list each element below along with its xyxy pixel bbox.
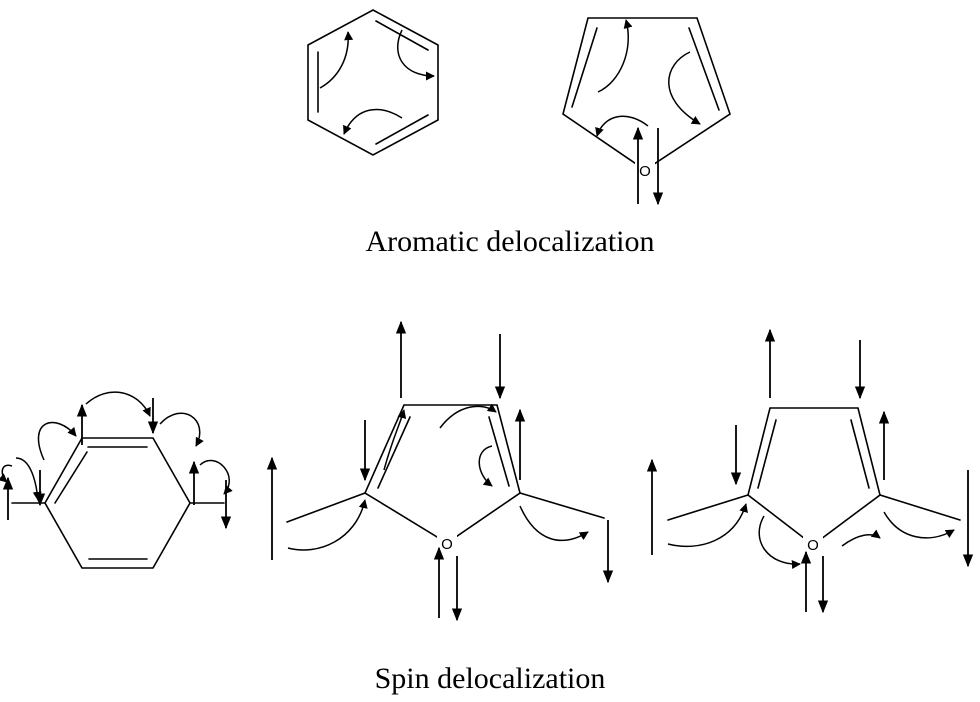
furan-double-bond bbox=[688, 27, 720, 111]
benzene-ring bbox=[307, 9, 439, 156]
substituent-bond bbox=[286, 492, 366, 523]
electron-shift-arrow bbox=[37, 421, 77, 461]
substituent-bond bbox=[879, 494, 961, 521]
furan-double-bond bbox=[850, 419, 870, 489]
furan-spin-2: O bbox=[646, 328, 974, 614]
benzene-aromatic bbox=[307, 9, 439, 156]
furan-double-bond bbox=[377, 416, 411, 489]
electron-shift-arrow bbox=[383, 409, 407, 471]
spin-caption: Spin delocalization bbox=[375, 662, 606, 695]
electron-shift-arrow bbox=[159, 412, 204, 447]
electron-shift-arrow bbox=[758, 515, 801, 569]
furan-aromatic: O bbox=[562, 17, 731, 206]
electron-shift-arrow bbox=[668, 51, 701, 125]
benzene-ring bbox=[44, 437, 191, 569]
electron-shift-arrow bbox=[15, 457, 42, 501]
electron-shift-arrow bbox=[343, 108, 403, 135]
electron-shift-arrow bbox=[478, 445, 493, 487]
benzene-spin bbox=[0, 391, 233, 569]
oxygen-label: O bbox=[441, 536, 453, 553]
oxygen-label: O bbox=[807, 537, 819, 554]
furan-double-bond bbox=[757, 419, 777, 489]
furan-ring bbox=[363, 404, 521, 544]
oxygen-label: O bbox=[639, 163, 651, 180]
substituent-bond bbox=[519, 492, 605, 519]
electron-shift-arrow bbox=[199, 459, 233, 495]
electron-shift-arrow bbox=[597, 19, 633, 93]
electron-shift-arrow bbox=[667, 503, 748, 548]
electron-shift-arrow bbox=[841, 529, 881, 547]
electron-shift-arrow bbox=[85, 391, 151, 417]
electron-shift-arrow bbox=[397, 29, 435, 81]
electron-shift-arrow bbox=[287, 499, 368, 551]
electron-shift-arrow bbox=[439, 403, 497, 429]
benzene-double-bond bbox=[375, 20, 429, 51]
furan-ring bbox=[747, 407, 881, 547]
electron-shift-arrow bbox=[595, 115, 649, 137]
substituent-bond bbox=[667, 494, 749, 521]
aromatic-caption: Aromatic delocalization bbox=[365, 225, 654, 258]
furan-double-bond bbox=[571, 27, 598, 108]
furan-ring bbox=[562, 17, 731, 171]
furan-spin-1: O bbox=[266, 320, 614, 622]
electron-shift-arrow bbox=[319, 31, 354, 89]
furan-double-bond bbox=[488, 416, 510, 487]
electron-shift-arrow bbox=[883, 511, 955, 539]
electron-shift-arrow bbox=[519, 505, 589, 541]
benzene-double-bond bbox=[375, 114, 429, 145]
benzene-double-bond bbox=[54, 451, 88, 504]
